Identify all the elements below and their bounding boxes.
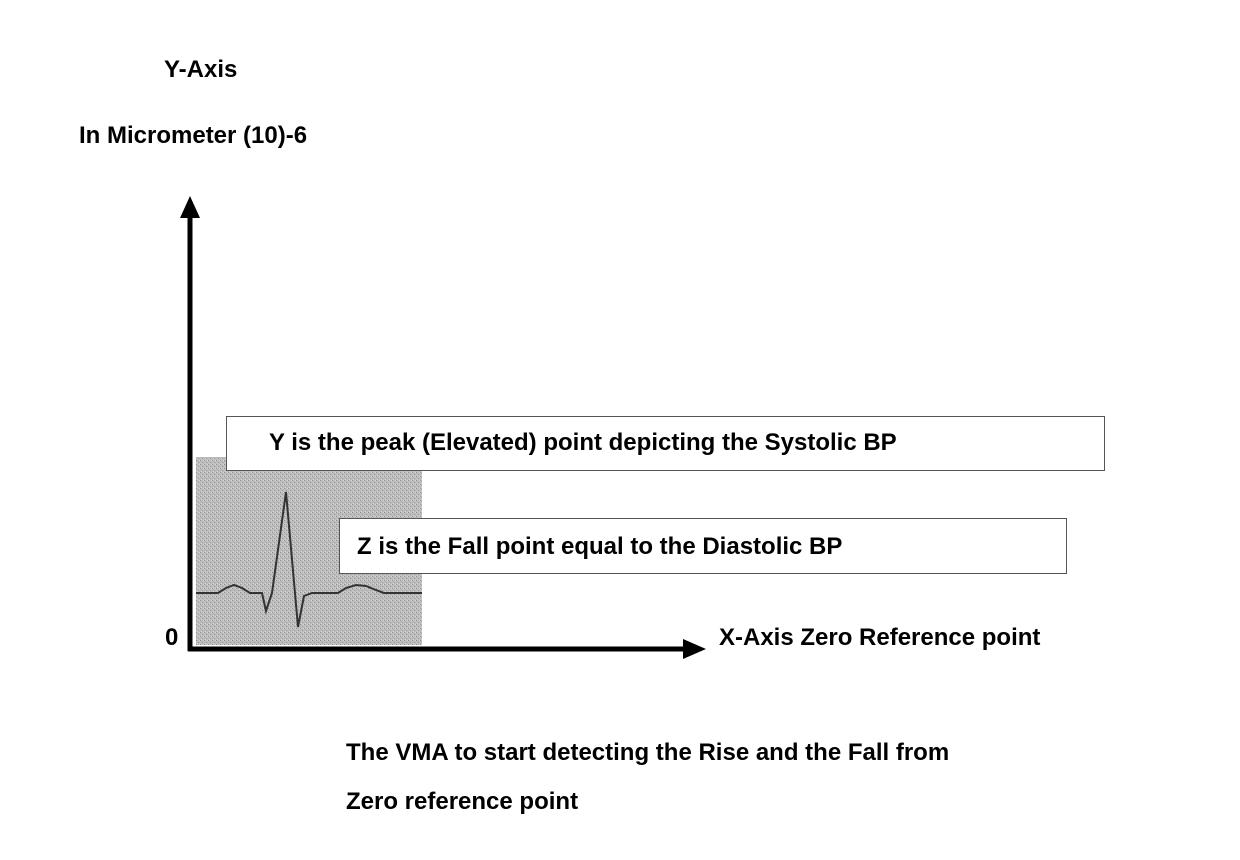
caption-line-2: Zero reference point — [346, 790, 578, 814]
y-axis-arrow — [180, 196, 200, 218]
diastolic-annotation-text: Z is the Fall point equal to the Diastol… — [357, 535, 842, 559]
diastolic-annotation-box: Z is the Fall point equal to the Diastol… — [339, 518, 1067, 574]
caption-line-1: The VMA to start detecting the Rise and … — [346, 741, 949, 765]
y-axis-unit: In Micrometer (10)-6 — [79, 124, 307, 148]
y-axis-title: Y-Axis — [164, 58, 237, 82]
origin-zero-label: 0 — [165, 626, 178, 650]
x-axis-arrow — [683, 639, 706, 659]
systolic-annotation-text: Y is the peak (Elevated) point depicting… — [269, 431, 897, 455]
x-axis-label: X-Axis Zero Reference point — [719, 626, 1040, 650]
systolic-annotation-box: Y is the peak (Elevated) point depicting… — [226, 416, 1105, 471]
